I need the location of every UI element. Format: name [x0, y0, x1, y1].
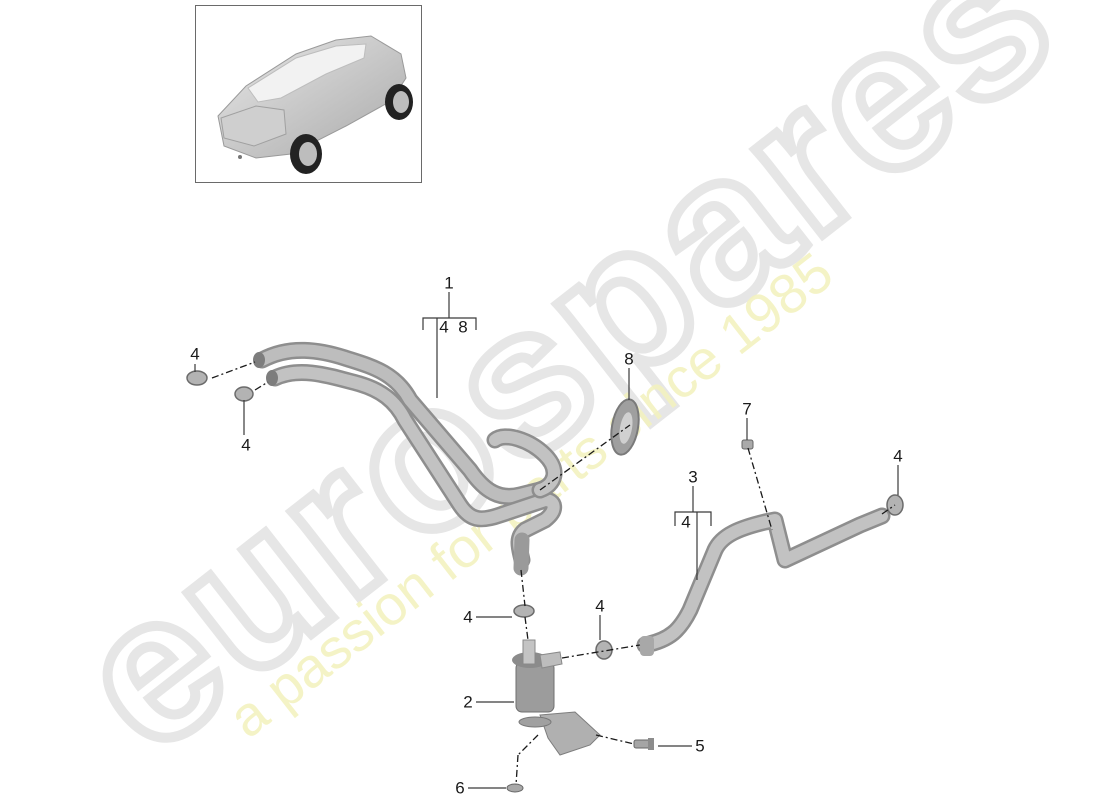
- bolt-5[interactable]: [633, 738, 654, 750]
- callout-1[interactable]: 1: [444, 273, 454, 293]
- vehicle-thumbnail: [195, 5, 422, 183]
- callout-3-includes-4[interactable]: 4: [681, 512, 691, 532]
- callout-6[interactable]: 6: [455, 778, 465, 798]
- callout-4-left-bottom[interactable]: 4: [241, 435, 251, 455]
- callout-4-pump-top[interactable]: 4: [463, 607, 473, 627]
- callout-3[interactable]: 3: [688, 467, 698, 487]
- assembly-lines: [211, 361, 896, 786]
- car-icon: [217, 35, 413, 174]
- callout-5[interactable]: 5: [695, 736, 705, 756]
- grommet-8[interactable]: [607, 397, 642, 457]
- callout-1-includes-8[interactable]: 8: [458, 317, 468, 337]
- hose-1-assembly[interactable]: [253, 341, 563, 576]
- callout-4-pump-side[interactable]: 4: [595, 596, 605, 616]
- hose-3[interactable]: [636, 507, 891, 656]
- callout-4-left-top[interactable]: 4: [190, 344, 200, 364]
- callout-8[interactable]: 8: [624, 349, 634, 369]
- callout-4-right[interactable]: 4: [893, 446, 903, 466]
- clip-nut-7[interactable]: [741, 439, 754, 450]
- callout-2[interactable]: 2: [463, 692, 473, 712]
- leader-lines: [194, 292, 899, 789]
- water-pump-2[interactable]: [512, 639, 601, 756]
- callout-7[interactable]: 7: [742, 399, 752, 419]
- nut-6[interactable]: [506, 783, 524, 793]
- callout-1-includes-4[interactable]: 4: [439, 317, 449, 337]
